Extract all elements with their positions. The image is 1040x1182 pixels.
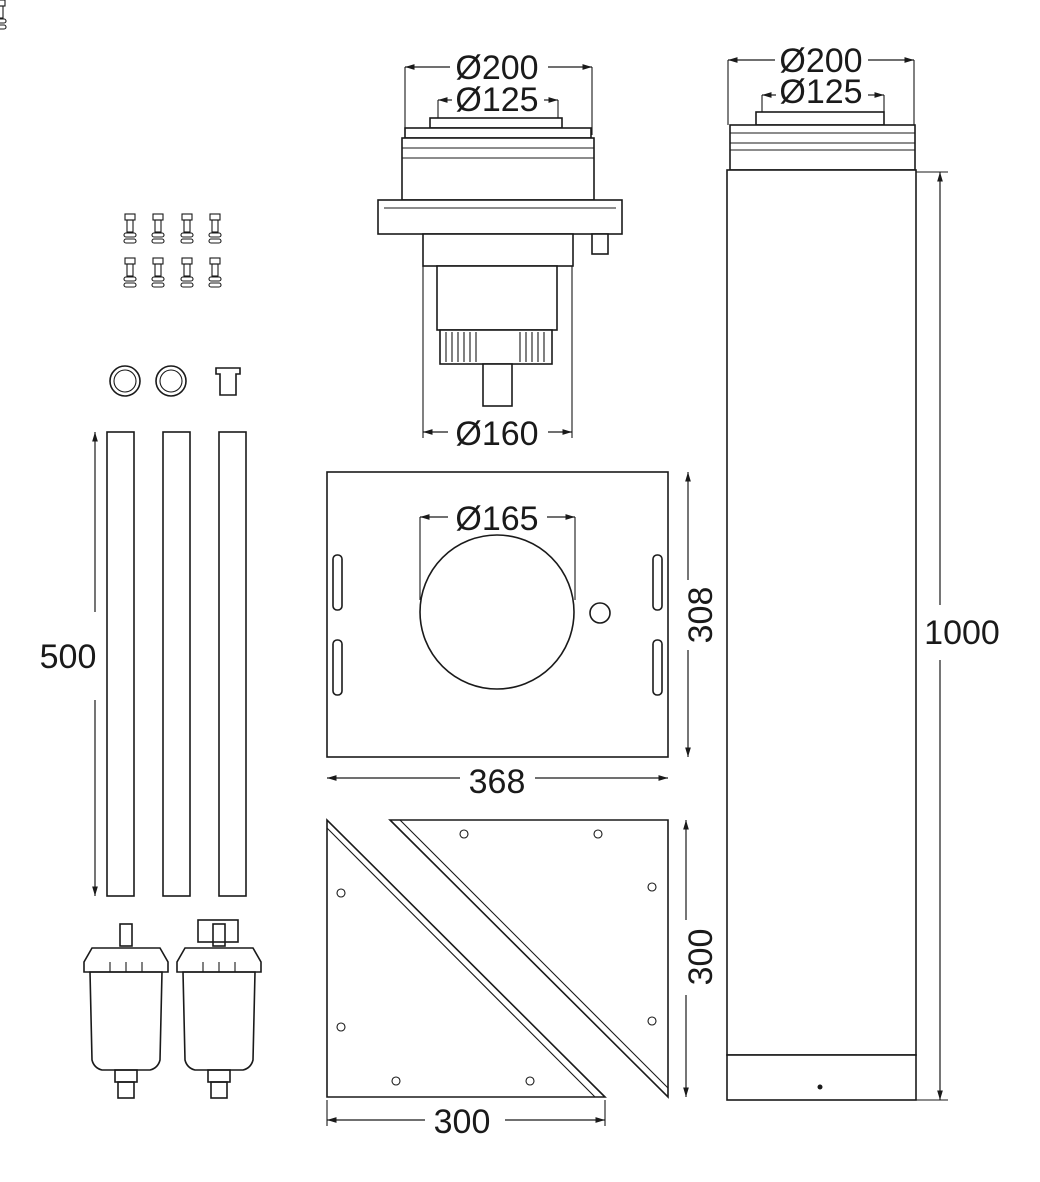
flue-pipe: Ø200 Ø125 1000 (726, 42, 1000, 1101)
flue-adapter: Ø200 Ø125 Ø160 (377, 49, 623, 453)
wall-plate: Ø165 308 368 (326, 471, 720, 801)
adapter-bottom-diameter: Ø160 (455, 415, 538, 453)
support-rods: 500 (40, 431, 247, 897)
bracket-width-label: 300 (434, 1103, 491, 1141)
pipe-length-label: 1000 (924, 614, 1000, 652)
adapter-inner-diameter: Ø125 (455, 81, 538, 119)
rod-length-label: 500 (40, 638, 97, 676)
triangular-brackets: 300 300 (326, 818, 720, 1141)
plate-width-label: 368 (469, 763, 526, 801)
bracket-height-label: 300 (682, 929, 720, 986)
plate-height-label: 308 (682, 587, 720, 644)
pipe-inner-diameter: Ø125 (779, 73, 862, 111)
bolt-set (0, 0, 222, 288)
pipe-outer-diameter: Ø200 (779, 42, 862, 80)
plate-hole-diameter: Ø165 (455, 500, 538, 538)
condensate-traps (83, 919, 262, 1099)
ring-clips (109, 365, 241, 397)
adapter-outer-diameter: Ø200 (455, 49, 538, 87)
